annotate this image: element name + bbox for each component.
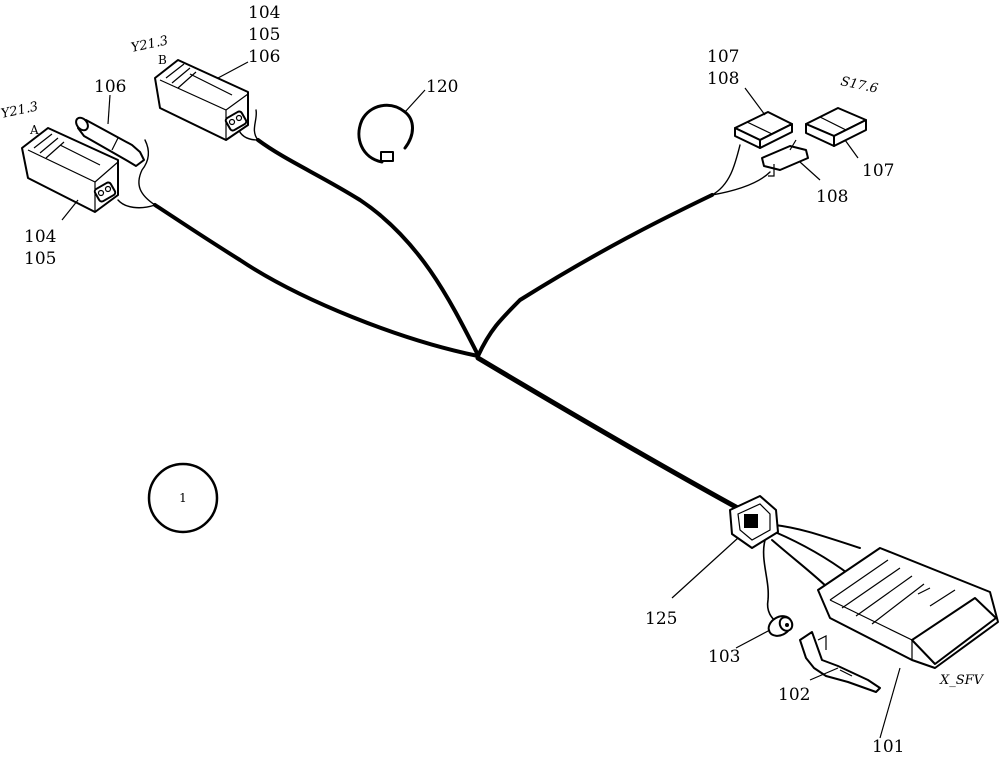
ring-120-clip — [380, 151, 394, 162]
seal-103 — [767, 615, 794, 637]
label-y213-a-letter: A — [29, 123, 39, 137]
callout-125: 125 — [645, 609, 677, 629]
callout-107-right: 107 — [862, 161, 894, 181]
callout-108-right: 108 — [816, 187, 848, 207]
leader-lines — [61, 61, 901, 739]
pin-102 — [799, 631, 881, 693]
label-s176: S17.6 — [839, 74, 879, 97]
connector-y213-a — [21, 127, 119, 213]
branch-wire-b — [256, 138, 480, 357]
reference-circle-number: 1 — [179, 491, 187, 505]
harness-wires — [117, 109, 861, 623]
branch-wire-a — [153, 203, 480, 358]
fan-wire-b1 — [253, 109, 259, 141]
callout-120: 120 — [426, 77, 458, 97]
seal-wire — [762, 539, 777, 623]
connector-107-right — [805, 107, 867, 147]
xsfv-wire-2 — [774, 531, 851, 576]
fan-wire-s2 — [711, 171, 771, 196]
callout-103: 103 — [708, 647, 740, 667]
label-y213-b-letter: B — [158, 53, 167, 67]
reference-circle: 1 — [147, 462, 219, 534]
fan-wire-a1 — [138, 139, 156, 206]
xsfv-wire-3 — [771, 539, 831, 591]
callout-106-b: 106 — [248, 47, 280, 67]
branch-wire-s176 — [476, 193, 714, 358]
callout-105-a: 105 — [24, 249, 56, 269]
callout-108-top: 108 — [707, 69, 739, 89]
fan-wire-a2 — [117, 199, 156, 209]
plug-106 — [75, 116, 145, 167]
ring-120-arc — [357, 103, 407, 164]
xsfv-wire-1 — [774, 524, 861, 549]
label-x-sfv: X_SFV — [939, 673, 985, 688]
callout-105-b: 105 — [248, 25, 280, 45]
retaining-ring-120 — [357, 103, 414, 164]
grommet-125 — [729, 495, 779, 549]
callout-107-top: 107 — [707, 47, 739, 67]
callout-101: 101 — [872, 737, 904, 757]
label-y213-a: Y21.3 — [0, 99, 40, 121]
terminal-108 — [761, 139, 809, 177]
callout-102: 102 — [778, 685, 810, 705]
callout-104-a: 104 — [24, 227, 56, 247]
plug-106-body — [77, 119, 145, 167]
labels: Y21.3 A Y21.3 B S17.6 X_SFV 104 105 106 … — [0, 3, 985, 757]
fan-wire-s1 — [711, 144, 741, 196]
connector-y213-b — [154, 59, 249, 141]
connector-x-sfv-101 — [817, 547, 999, 669]
connector-107-left — [734, 111, 793, 149]
callout-104-b: 104 — [248, 3, 280, 23]
callout-106-plug: 106 — [94, 77, 126, 97]
main-trunk-wire — [475, 355, 748, 515]
